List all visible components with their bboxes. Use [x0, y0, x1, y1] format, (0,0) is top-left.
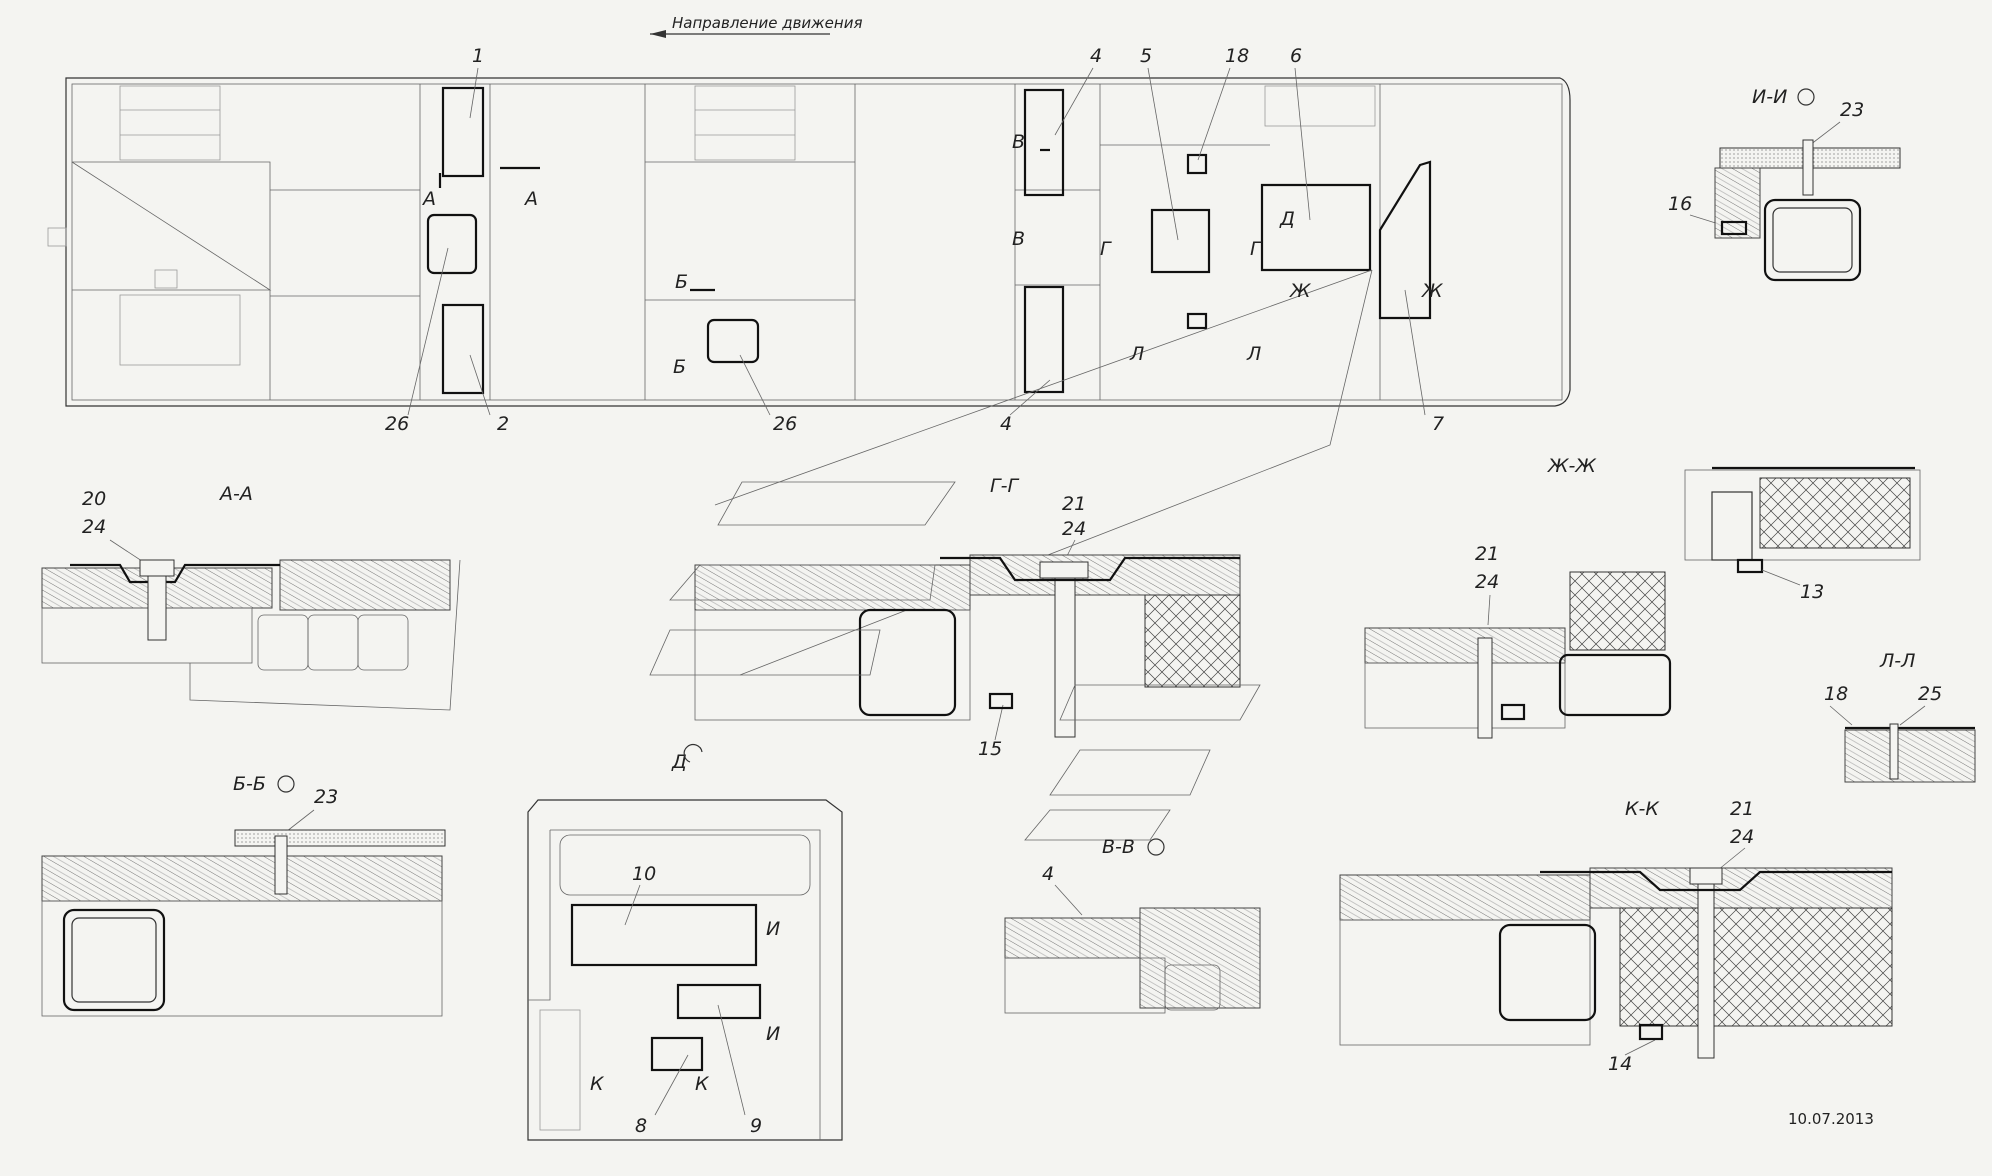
- callout-18: 18: [1225, 45, 1249, 67]
- callout-5: 5: [1140, 45, 1152, 67]
- section-ll-callout-18: 18: [1824, 683, 1848, 705]
- detail-d-title: Д: [671, 751, 687, 773]
- marker-d: Д: [1279, 208, 1295, 230]
- section-ll: Л-Л 18 25: [1824, 650, 1976, 783]
- section-kk-callout-14: 14: [1608, 1053, 1632, 1075]
- section-gg: Г-Г 21 24 15: [649, 475, 1261, 841]
- marker-b-top: Б: [675, 271, 688, 293]
- callout-4-top: 4: [1090, 45, 1102, 67]
- section-zhzh-title: Ж-Ж: [1547, 455, 1597, 477]
- section-vv-callout-4: 4: [1042, 863, 1054, 885]
- section-kk: К-К 21 24 14: [1339, 798, 1893, 1075]
- section-zhzh: Ж-Ж 13 21 24: [1364, 455, 1921, 739]
- marker-zh-left: Ж: [1289, 280, 1312, 302]
- marker-i-bottom: И: [766, 1023, 780, 1045]
- drawing-date: 10.07.2013: [1788, 1110, 1874, 1128]
- callout-26-left: 26: [385, 413, 409, 435]
- section-gg-callout-15: 15: [978, 738, 1002, 760]
- section-gg-callout-24: 24: [1062, 518, 1086, 540]
- section-bb-title: Б-Б: [233, 773, 266, 795]
- marker-i-top: И: [766, 918, 780, 940]
- callout-1: 1: [472, 45, 484, 67]
- marker-a-right: А: [523, 188, 538, 210]
- section-aa: А-А 20 24: [41, 483, 461, 711]
- marker-g-left: Г: [1100, 238, 1112, 260]
- marker-v-top: В: [1012, 131, 1025, 153]
- section-ii-callout-23: 23: [1840, 99, 1864, 121]
- callout-9: 9: [750, 1115, 762, 1137]
- section-aa-title: А-А: [218, 483, 253, 505]
- section-kk-callout-21: 21: [1730, 798, 1754, 820]
- callout-8: 8: [635, 1115, 647, 1137]
- section-vv: В-В 4: [1004, 836, 1261, 1014]
- marker-v-bottom: В: [1012, 228, 1025, 250]
- detail-d: Д 10 9 8 И И К К: [527, 744, 843, 1141]
- marker-zh-right: Ж: [1421, 280, 1444, 302]
- section-aa-callout-24: 24: [82, 516, 106, 538]
- section-aa-callout-20: 20: [82, 488, 106, 510]
- section-vv-title: В-В: [1102, 836, 1135, 858]
- section-ll-title: Л-Л: [1879, 650, 1915, 672]
- floor-plan: [47, 77, 1571, 676]
- section-kk-title: К-К: [1625, 798, 1660, 820]
- callout-2: 2: [497, 413, 509, 435]
- marker-k-left: К: [590, 1073, 605, 1095]
- plan-callouts: 1 2 4 4 5 18 6 7 26 26: [385, 45, 1444, 435]
- marker-k-right: К: [695, 1073, 710, 1095]
- callout-4-bottom: 4: [1000, 413, 1012, 435]
- section-gg-title: Г-Г: [990, 475, 1019, 497]
- section-gg-callout-21: 21: [1062, 493, 1086, 515]
- section-ii-callout-16: 16: [1668, 193, 1692, 215]
- callout-10: 10: [632, 863, 656, 885]
- section-ii: И-И 23 16: [1668, 86, 1901, 282]
- marker-a-left: А: [421, 188, 436, 210]
- section-zhzh-callout-24: 24: [1475, 571, 1499, 593]
- marker-b-bottom: Б: [673, 356, 686, 378]
- callout-7: 7: [1432, 413, 1444, 435]
- section-bb: Б-Б 23: [41, 773, 446, 1017]
- callout-26-right: 26: [773, 413, 797, 435]
- section-zhzh-callout-13: 13: [1800, 581, 1824, 603]
- marker-l-right: Л: [1246, 343, 1261, 365]
- marker-g-right: Г: [1250, 238, 1262, 260]
- plan-section-markers: А А Б Б В В Г Г Д Ж Ж Л Л: [421, 131, 1444, 378]
- section-zhzh-callout-21: 21: [1475, 543, 1499, 565]
- section-kk-callout-24: 24: [1730, 826, 1754, 848]
- section-ii-title: И-И: [1752, 86, 1787, 108]
- marker-l-left: Л: [1129, 343, 1144, 365]
- direction-indicator: Направление движения: [650, 14, 862, 38]
- callout-6: 6: [1290, 45, 1302, 67]
- section-bb-callout-23: 23: [314, 786, 338, 808]
- section-ll-callout-25: 25: [1918, 683, 1942, 705]
- direction-label: Направление движения: [672, 14, 862, 32]
